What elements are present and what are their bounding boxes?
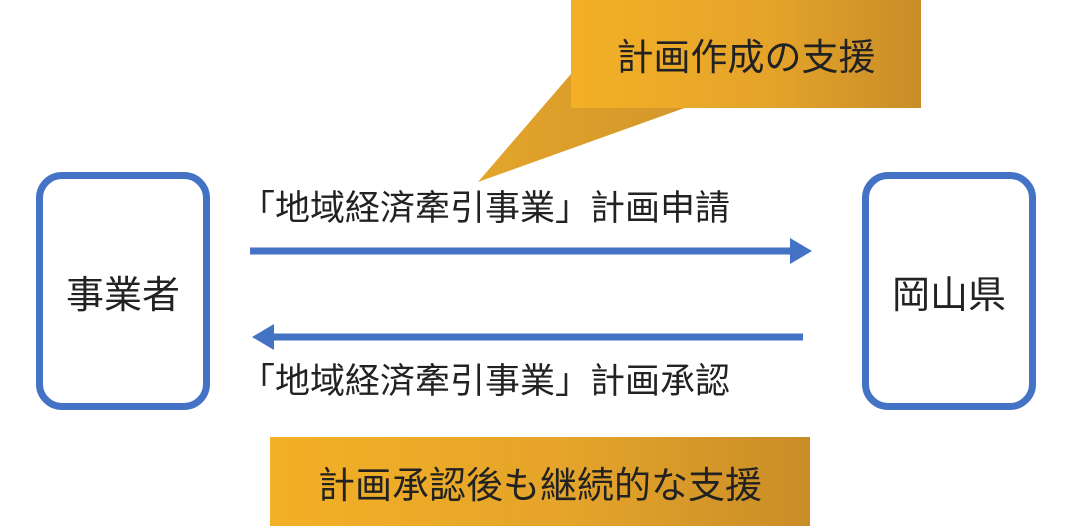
- arrow-approve: [252, 324, 803, 350]
- callout-planning-support-text: 計画作成の支援: [616, 36, 876, 79]
- plan-approval-label: 「地域経済牽引事業」計画承認: [240, 362, 731, 402]
- callout-continued-support: 計画承認後も継続的な支援: [270, 437, 810, 526]
- business-operator-label: 事業者: [65, 272, 180, 317]
- okayama-prefecture-label: 岡山県: [891, 272, 1006, 317]
- arrow-apply: [250, 238, 812, 264]
- okayama-prefecture-box: 岡山県: [862, 172, 1036, 410]
- business-operator-box: 事業者: [36, 172, 210, 410]
- plan-application-label: 「地域経済牽引事業」計画申請: [240, 189, 731, 229]
- callout-planning-support: 計画作成の支援: [571, 0, 921, 108]
- callout-continued-support-text: 計画承認後も継続的な支援: [318, 463, 762, 507]
